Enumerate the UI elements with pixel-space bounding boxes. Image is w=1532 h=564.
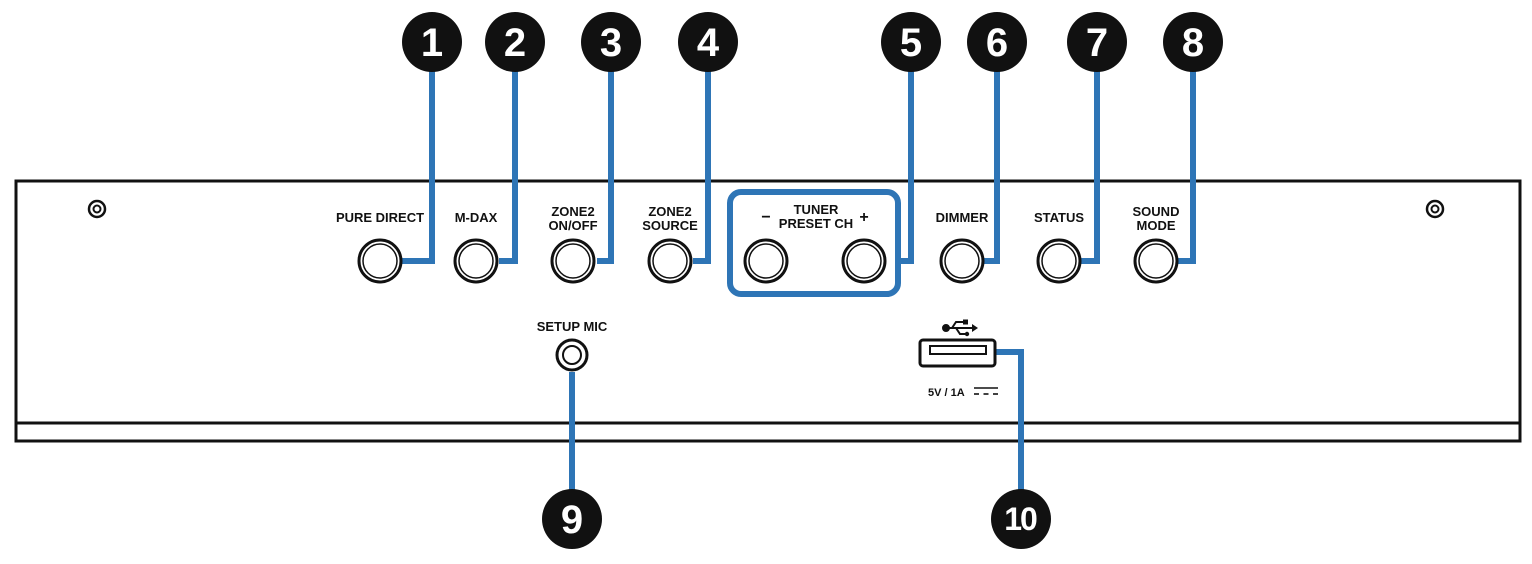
leader-line-2 (499, 70, 518, 264)
sound-mode-button[interactable] (1133, 238, 1179, 284)
svg-text:2: 2 (504, 21, 526, 65)
buttons (357, 238, 1179, 284)
sound-mode-label-line2: MODE (1137, 218, 1176, 233)
preset-ch-label: PRESET CH (779, 216, 853, 231)
setup-mic-jack[interactable] (555, 338, 589, 372)
tuner-preset-up-button[interactable] (841, 238, 887, 284)
front-panel (14, 179, 1522, 443)
svg-text:3: 3 (600, 21, 622, 65)
svg-text:4: 4 (697, 21, 720, 65)
svg-text:1: 1 (421, 21, 443, 65)
leader-lines (402, 70, 1196, 500)
sound-mode-label-line1: SOUND (1133, 204, 1180, 219)
dc-symbol-icon (974, 387, 998, 395)
screw-right-icon (1425, 199, 1445, 219)
callout-5: 5 (881, 12, 941, 72)
leader-line-8 (1178, 70, 1196, 264)
m-dax-label: M-DAX (455, 210, 498, 225)
zone2-onoff-button[interactable] (550, 238, 596, 284)
callout-7: 7 (1067, 12, 1127, 72)
leader-line-5 (898, 70, 914, 264)
tuner-minus-label: − (761, 209, 770, 226)
tuner-plus-label: + (859, 209, 868, 226)
callout-6: 6 (967, 12, 1027, 72)
svg-text:5: 5 (900, 21, 922, 65)
zone2-source-button[interactable] (647, 238, 693, 284)
leader-line-6 (984, 70, 1000, 264)
leader-line-1 (402, 70, 435, 264)
status-label: STATUS (1034, 210, 1084, 225)
leader-line-7 (1081, 70, 1100, 264)
dimmer-button[interactable] (939, 238, 985, 284)
callout-10: 10 (991, 489, 1051, 549)
zone2-source-label-line2: SOURCE (642, 218, 698, 233)
callout-1: 1 (402, 12, 462, 72)
svg-text:10: 10 (1004, 501, 1037, 537)
svg-text:8: 8 (1182, 21, 1204, 65)
leader-line-4 (693, 70, 711, 264)
m-dax-button[interactable] (453, 238, 499, 284)
usb-rating-label: 5V / 1A (928, 387, 965, 399)
pure-direct-label: PURE DIRECT (336, 210, 424, 225)
svg-text:9: 9 (561, 498, 583, 542)
callout-8: 8 (1163, 12, 1223, 72)
svg-text:7: 7 (1086, 21, 1108, 65)
callout-2: 2 (485, 12, 545, 72)
callout-badges: 1 2 3 4 5 6 7 8 9 10 (402, 12, 1223, 549)
tuner-label: TUNER (794, 202, 839, 217)
callout-9: 9 (542, 489, 602, 549)
tuner-preset-group (727, 189, 901, 297)
zone2-source-label-line1: ZONE2 (648, 204, 691, 219)
leader-line-10 (995, 349, 1024, 500)
callout-3: 3 (581, 12, 641, 72)
leader-line-3 (597, 70, 614, 264)
zone2-onoff-label-line2: ON/OFF (548, 218, 597, 233)
screw-left-icon (87, 199, 107, 219)
dimmer-label: DIMMER (936, 210, 989, 225)
svg-text:6: 6 (986, 21, 1008, 65)
callout-4: 4 (678, 12, 738, 72)
usb-icon (942, 319, 978, 337)
usb-port[interactable] (918, 338, 997, 368)
pure-direct-button[interactable] (357, 238, 403, 284)
setup-mic-label: SETUP MIC (537, 319, 608, 334)
tuner-preset-down-button[interactable] (743, 238, 789, 284)
zone2-onoff-label-line1: ZONE2 (551, 204, 594, 219)
status-button[interactable] (1036, 238, 1082, 284)
